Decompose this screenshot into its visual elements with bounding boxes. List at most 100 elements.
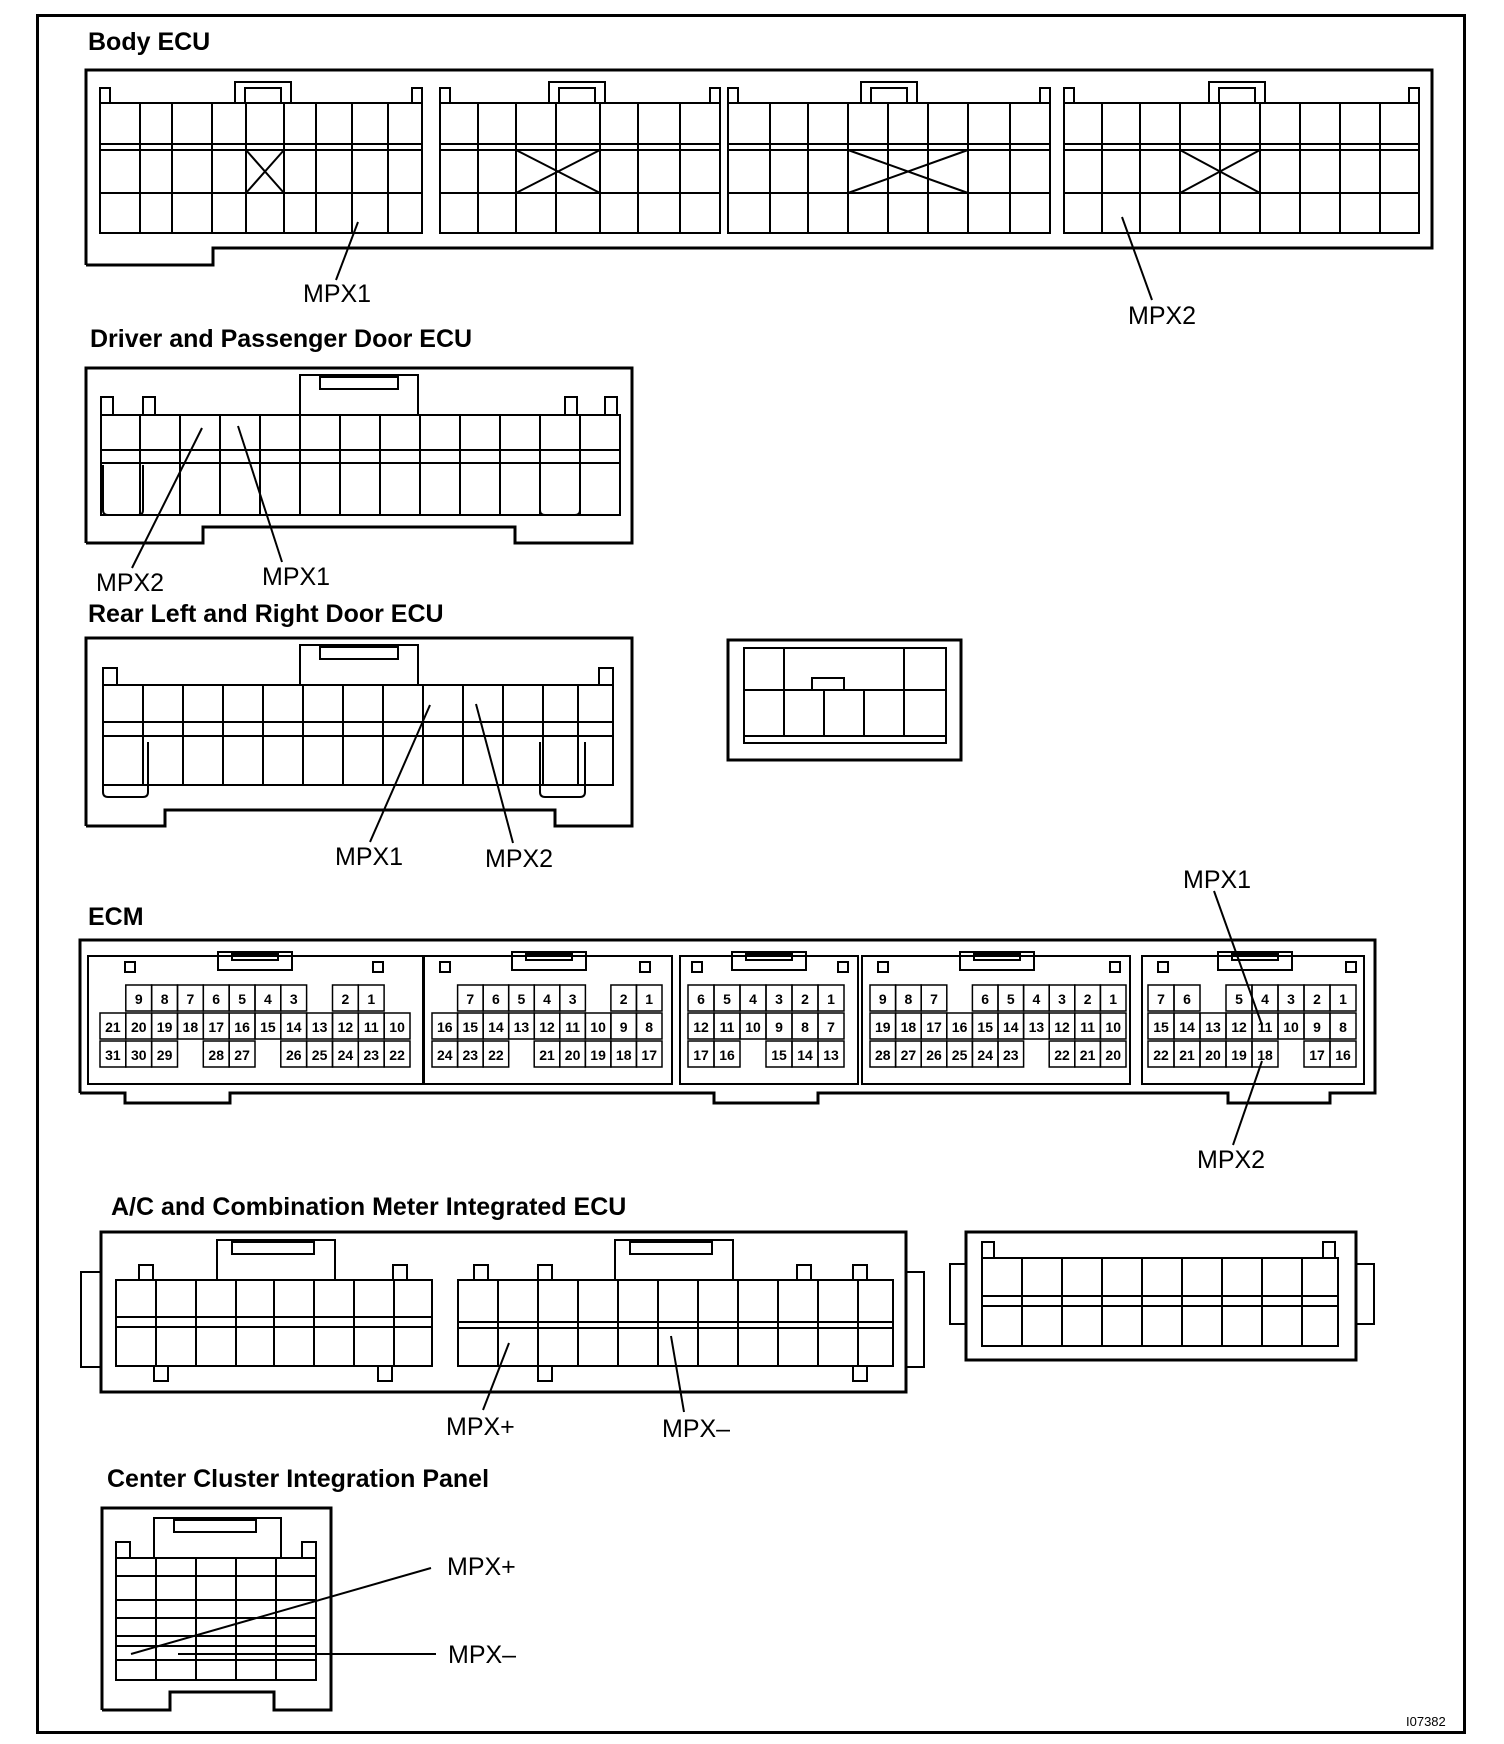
ecm-pin-number: 18 bbox=[616, 1047, 632, 1063]
center-cluster-title: Center Cluster Integration Panel bbox=[107, 1465, 490, 1493]
ecm-pin-cell bbox=[559, 984, 587, 1012]
ecm-pin-cell bbox=[150, 1040, 179, 1068]
rear-door-ecu-title: Rear Left and Right Door ECU bbox=[88, 600, 444, 628]
ecm-pin-number: 23 bbox=[1003, 1047, 1019, 1063]
ac-meter-aux-connector bbox=[949, 1230, 1375, 1362]
ecm-pin-number: 15 bbox=[463, 1019, 479, 1035]
ecm-pin-number: 18 bbox=[1257, 1047, 1273, 1063]
ecm-pin-number: 8 bbox=[645, 1019, 653, 1035]
ecm-pin-cell bbox=[997, 1040, 1025, 1068]
ecm-pin-number: 10 bbox=[590, 1019, 606, 1035]
rear-door-ecu-connector bbox=[84, 636, 634, 828]
ecm-pin-number: 6 bbox=[981, 991, 989, 1007]
center-cluster-mpx-minus-label: MPX– bbox=[448, 1641, 517, 1669]
ac-meter-ecu-title: A/C and Combination Meter Integrated ECU bbox=[111, 1193, 627, 1221]
ecm-pin-cell bbox=[228, 1040, 256, 1068]
ecm-pin-number: 11 bbox=[1080, 1019, 1095, 1035]
ecm-pin-number: 2 bbox=[620, 991, 628, 1007]
ecm-pin-number: 23 bbox=[364, 1047, 380, 1063]
ecm-pin-cell bbox=[1099, 984, 1127, 1012]
ecm-pin-number: 7 bbox=[466, 991, 474, 1007]
front-door-ecu-connector bbox=[84, 366, 634, 545]
ecm-pin-number: 13 bbox=[312, 1019, 328, 1035]
ecm-pin-number: 5 bbox=[1007, 991, 1015, 1007]
ecm-pin-number: 21 bbox=[105, 1019, 121, 1035]
ecm-pin-number: 17 bbox=[926, 1019, 942, 1035]
ecm-pin-number: 16 bbox=[437, 1019, 453, 1035]
diagram-frame bbox=[36, 14, 1466, 1734]
center-cluster-connector bbox=[100, 1506, 333, 1712]
ecm-pin-number: 10 bbox=[389, 1019, 405, 1035]
ecm-pin-number: 16 bbox=[234, 1019, 250, 1035]
ecm-pin-number: 9 bbox=[620, 1019, 628, 1035]
ecm-pin-number: 10 bbox=[1105, 1019, 1121, 1035]
ecm-pin-cell bbox=[1329, 984, 1357, 1012]
ecm-pin-number: 1 bbox=[367, 991, 375, 1007]
ecm-pin-number: 22 bbox=[488, 1047, 504, 1063]
ecm-pin-number: 3 bbox=[569, 991, 577, 1007]
ecm-pin-number: 4 bbox=[543, 991, 551, 1007]
ecm-pin-number: 26 bbox=[926, 1047, 942, 1063]
ecm-pin-cell bbox=[817, 1012, 845, 1040]
ecm-pin-number: 14 bbox=[286, 1019, 302, 1035]
ecm-pin-cell bbox=[713, 1040, 741, 1068]
ecm-pin-number: 11 bbox=[1258, 1019, 1273, 1035]
ecm-pin-number: 24 bbox=[977, 1047, 993, 1063]
ecm-pin-number: 22 bbox=[1054, 1047, 1070, 1063]
ecm-pin-number: 8 bbox=[905, 991, 913, 1007]
ecm-pin-number: 4 bbox=[749, 991, 757, 1007]
ecm-pin-number: 12 bbox=[1231, 1019, 1247, 1035]
ecm-pin-number: 9 bbox=[1313, 1019, 1321, 1035]
center-cluster-mpx-plus-label: MPX+ bbox=[447, 1553, 516, 1581]
ecm-pin-number: 5 bbox=[238, 991, 246, 1007]
ecm-pin-cell bbox=[817, 984, 845, 1012]
ecm-pin-number: 28 bbox=[208, 1047, 224, 1063]
ac-meter-ecu-connector bbox=[80, 1230, 925, 1394]
ecm-pin-number: 15 bbox=[1153, 1019, 1169, 1035]
ecm-pin-cell bbox=[920, 984, 948, 1012]
ecm-pin-number: 5 bbox=[1235, 991, 1243, 1007]
body-ecu-mpx1-label: MPX1 bbox=[303, 280, 372, 308]
ecm-pin-cell bbox=[817, 1040, 845, 1068]
rear-door-mpx1-label: MPX1 bbox=[335, 843, 404, 871]
ecm-pin-cell bbox=[383, 1012, 411, 1040]
ecm-pin-cell bbox=[357, 984, 385, 1012]
ecm-pin-number: 10 bbox=[745, 1019, 761, 1035]
ecm-pin-number: 14 bbox=[1003, 1019, 1019, 1035]
ac-meter-mpx-minus-label: MPX– bbox=[662, 1415, 731, 1443]
ecm-pin-cell bbox=[635, 1012, 663, 1040]
ac-meter-mpx-plus-label: MPX+ bbox=[446, 1413, 515, 1441]
ecm-pin-number: 14 bbox=[797, 1047, 813, 1063]
ecm-pin-number: 8 bbox=[161, 991, 169, 1007]
ecm-pin-number: 11 bbox=[364, 1019, 379, 1035]
ecm-pin-number: 2 bbox=[342, 991, 350, 1007]
ecm-pin-number: 20 bbox=[131, 1019, 147, 1035]
ecm-pin-number: 11 bbox=[565, 1019, 580, 1035]
ecm-pin-number: 25 bbox=[312, 1047, 328, 1063]
ecm-pin-number: 1 bbox=[645, 991, 653, 1007]
ecm-pin-number: 1 bbox=[1109, 991, 1117, 1007]
body-ecu-connector bbox=[84, 68, 1434, 267]
ecm-pin-number: 5 bbox=[518, 991, 526, 1007]
ecm-pin-number: 22 bbox=[389, 1047, 405, 1063]
ecm-pin-number: 19 bbox=[875, 1019, 891, 1035]
ecm-pin-number: 27 bbox=[234, 1047, 250, 1063]
ecm-pin-cell bbox=[635, 984, 663, 1012]
ecm-pin-number: 30 bbox=[131, 1047, 147, 1063]
ecm-pin-number: 20 bbox=[1205, 1047, 1221, 1063]
ecm-pin-number: 5 bbox=[723, 991, 731, 1007]
ecm-pin-number: 21 bbox=[1080, 1047, 1096, 1063]
ecm-pin-number: 4 bbox=[1033, 991, 1041, 1007]
ecm-pin-number: 14 bbox=[1179, 1019, 1195, 1035]
ecm-pin-number: 18 bbox=[183, 1019, 199, 1035]
front-door-mpx1-label: MPX1 bbox=[262, 563, 331, 591]
ecm-pin-number: 12 bbox=[693, 1019, 709, 1035]
ecm-pin-number: 22 bbox=[1153, 1047, 1169, 1063]
ecm-pin-number: 15 bbox=[260, 1019, 276, 1035]
ecm-pin-number: 13 bbox=[1029, 1019, 1045, 1035]
figure-id: I07382 bbox=[1406, 1714, 1446, 1729]
ecm-pin-number: 19 bbox=[1231, 1047, 1247, 1063]
ecm-pin-number: 31 bbox=[105, 1047, 121, 1063]
ecm-mpx2-label: MPX2 bbox=[1197, 1146, 1266, 1174]
